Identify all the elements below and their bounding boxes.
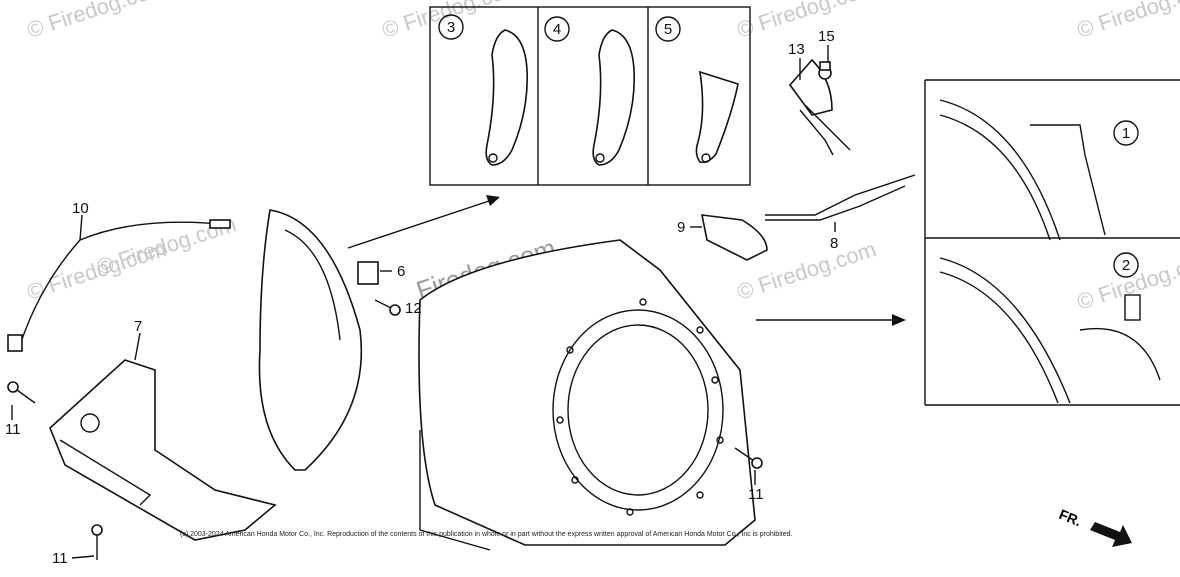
- inset-label-4: 4: [553, 21, 561, 38]
- front-arrow-icon: [1090, 522, 1132, 547]
- part-label-7: 7: [134, 318, 142, 335]
- watermark: © Firedog.com: [24, 0, 169, 43]
- sensor-part: [700, 174, 916, 261]
- part-label-11: 11: [748, 486, 764, 503]
- inset-label-3: 3: [447, 19, 455, 36]
- part-label-8: 8: [830, 235, 838, 252]
- inset-panel-right: 1 2: [924, 79, 1180, 406]
- part-label-6: 6: [397, 263, 405, 280]
- side-shroud-part: [258, 209, 363, 471]
- part-label-15: 15: [818, 28, 835, 45]
- watermark: © Firedog.com: [734, 0, 879, 43]
- part-label-11: 11: [5, 421, 21, 438]
- part-label-12: 12: [405, 300, 422, 317]
- hardware-parts: [7, 261, 763, 560]
- pointer-arrow-right: [756, 314, 906, 326]
- pointer-arrow-top: [347, 195, 500, 249]
- copyright-notice: (c) 2003-2024 American Honda Motor Co., …: [180, 531, 792, 538]
- watermark: © Firedog.com: [1074, 0, 1180, 43]
- inset-label-2: 2: [1122, 257, 1130, 274]
- leader-lines: [11, 45, 836, 559]
- part-label-10: 10: [72, 200, 89, 217]
- module-part: [788, 58, 851, 156]
- front-direction-indicator: FR.: [1057, 506, 1132, 547]
- inset-label-5: 5: [664, 21, 672, 38]
- fan-housing-part: [418, 239, 756, 551]
- inset-panel-top: 3 4 5: [429, 6, 751, 186]
- part-label-13: 13: [788, 41, 805, 58]
- part-label-9: 9: [677, 219, 685, 236]
- part-label-11: 11: [52, 550, 68, 567]
- inset-label-1: 1: [1122, 125, 1130, 142]
- front-label: FR.: [1057, 506, 1084, 529]
- lower-shroud-part: [49, 359, 277, 541]
- part-number-labels: 10 7 11 11 11 6 12 9 8 13 15: [5, 28, 838, 567]
